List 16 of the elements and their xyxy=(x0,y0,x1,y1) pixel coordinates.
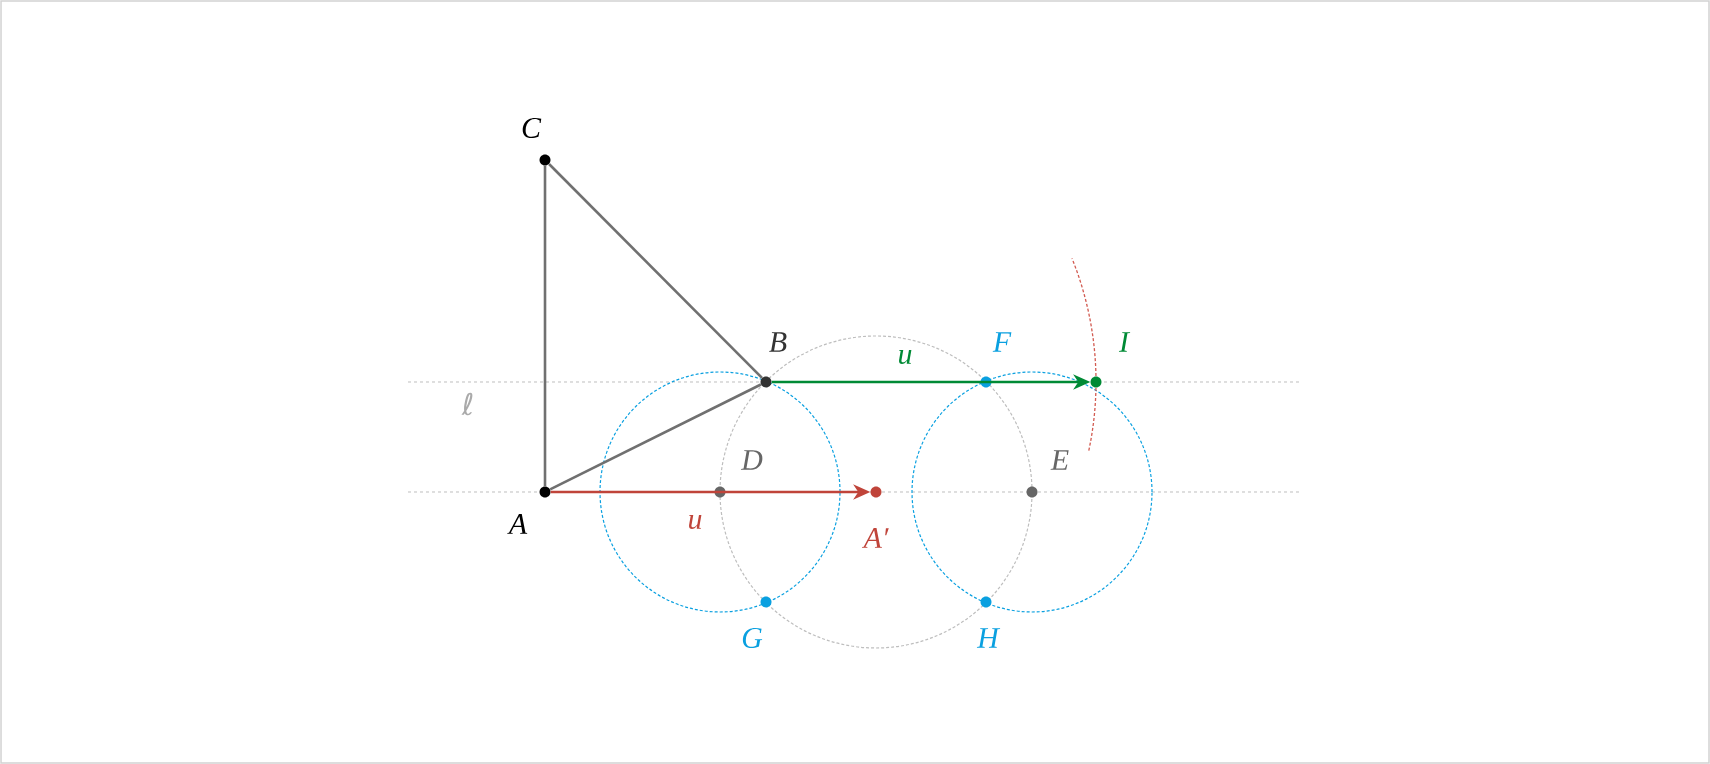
edge-label: u xyxy=(689,514,702,529)
point-label: G xyxy=(742,627,763,648)
segment xyxy=(549,383,762,491)
edge-label: u xyxy=(899,349,912,364)
point-label: E xyxy=(1050,450,1069,470)
line-label: ℓ xyxy=(461,392,473,416)
point-label: C xyxy=(522,117,542,139)
segment xyxy=(548,163,763,379)
point-label: B xyxy=(769,332,787,352)
point-label: A′ xyxy=(861,528,889,548)
segment xyxy=(543,165,547,487)
point-label: I xyxy=(1118,332,1131,352)
point-label: H xyxy=(976,628,1001,648)
point-label: A xyxy=(507,514,528,534)
point-label: F xyxy=(992,332,1012,352)
point-label: D xyxy=(740,450,763,470)
